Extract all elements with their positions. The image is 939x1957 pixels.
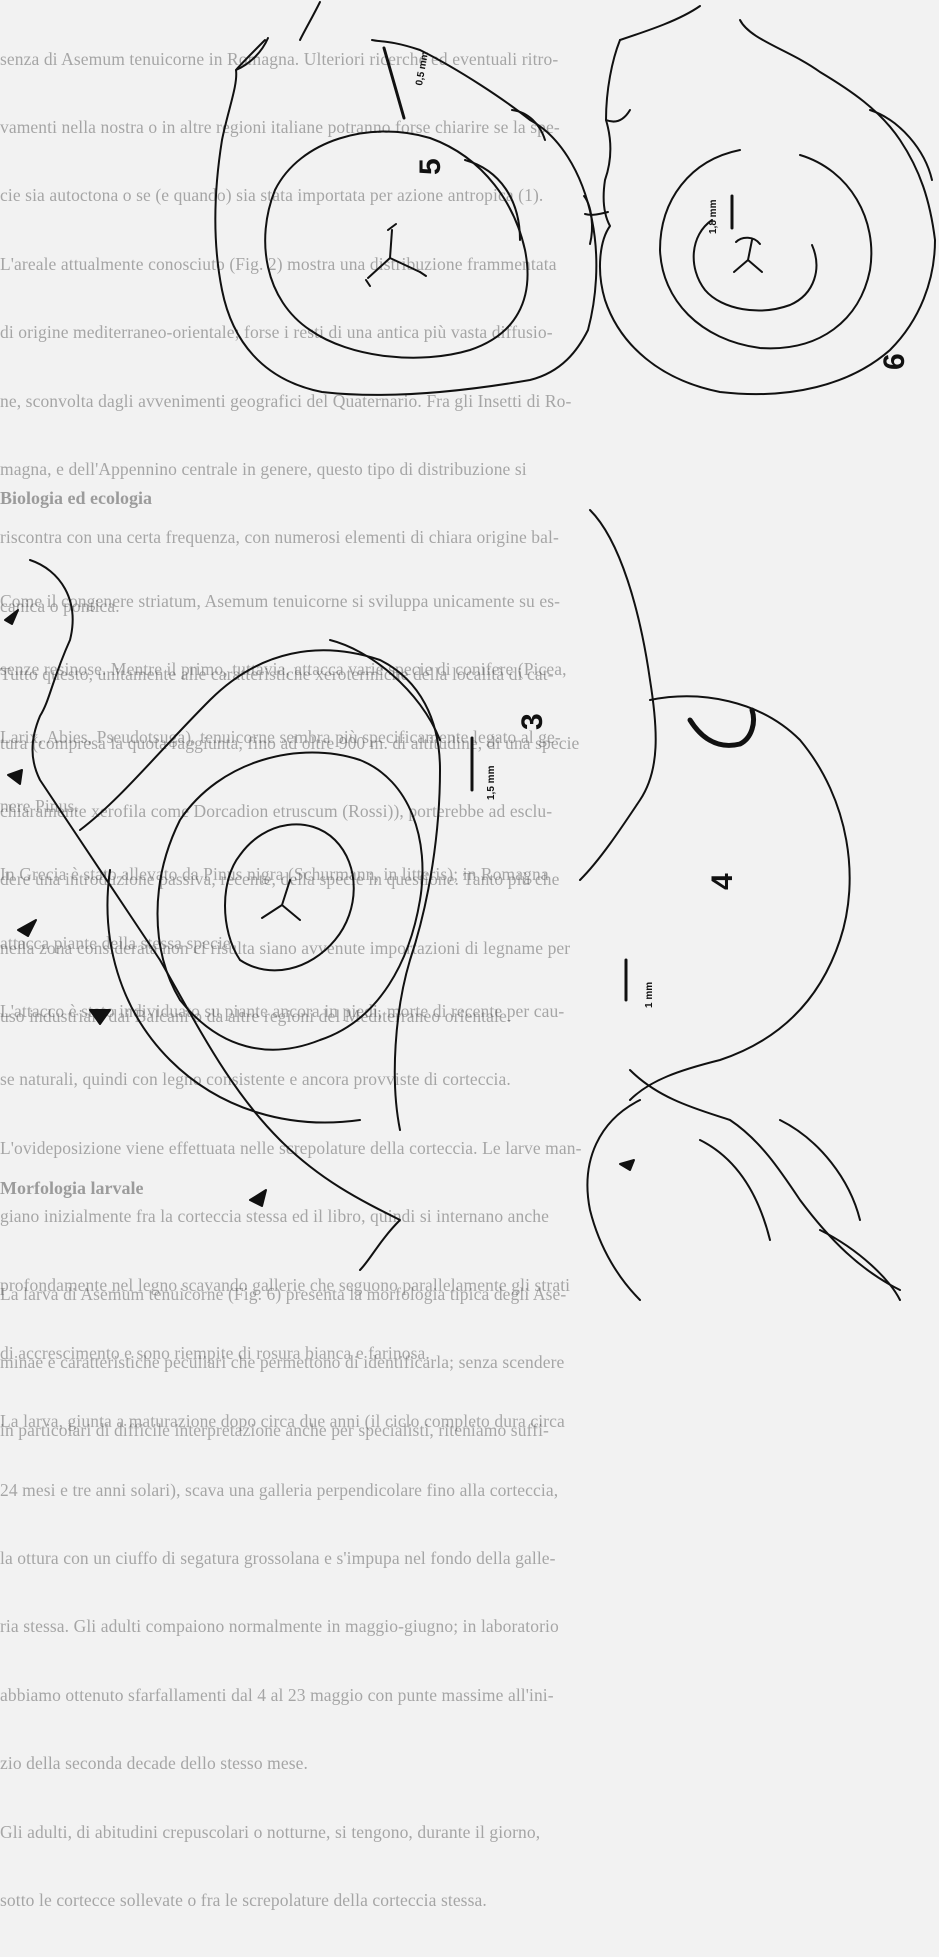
fig6-center-knob — [735, 236, 761, 245]
section-heading-morfologia: Morfologia larvale — [0, 1178, 144, 1198]
section-heading-biologia: Biologia ed ecologia — [0, 488, 152, 508]
text-line: canica o pontica. — [0, 595, 120, 616]
fig5-center-y — [367, 229, 421, 279]
fig5-inner-sheath — [464, 159, 521, 241]
text-line: profondamente nel legno scavando galleri… — [0, 1274, 571, 1295]
fig6-head-ring — [659, 149, 873, 350]
fig3-scale-label: 1,5 mm — [486, 765, 497, 800]
text-line: Come il congenere striatum, Asemum tenui… — [0, 590, 561, 611]
text-line: ria stessa. Gli adulti compaiono normalm… — [0, 1616, 559, 1637]
fig3-spike-5 — [249, 1189, 267, 1207]
fig3-right-lobe — [329, 639, 441, 741]
fig4-scale-label: 1 mm — [644, 982, 655, 1008]
fig5-right-lobe — [511, 109, 546, 141]
fig3-outer-outline — [29, 559, 401, 1271]
fig6-scale-label: 1,8 mm — [708, 199, 719, 234]
fig4-segment-2 — [779, 1119, 861, 1221]
text-line: zio della seconda decade dello stesso me… — [0, 1753, 309, 1774]
fig5-left-spike — [299, 1, 321, 41]
fig3-number: 3 — [516, 713, 549, 730]
figure-5-drawing: 5 0,5 mm — [214, 1, 598, 396]
text-line: Larix, Abies, Pseudotsuga), tenuicorne s… — [0, 727, 561, 748]
scanned-page: senza di Asemum tenuicorne in Romagna. U… — [0, 1, 936, 1910]
text-line: se naturali, quindi con legno consistent… — [0, 1069, 511, 1090]
text-line: tura (compresa la quota raggiunta, fino … — [0, 732, 580, 753]
fig3-spike-1 — [4, 609, 19, 625]
fig3-spike-4 — [89, 1009, 111, 1025]
fig6-top-curve — [619, 5, 701, 41]
text-line: chiaramente xerofila come Dorcadion etru… — [0, 800, 553, 821]
text-line: cie sia autoctona o se (e quando) sia st… — [0, 185, 544, 206]
text-line: abbiamo ottenuto sfarfallamenti dal 4 al… — [0, 1684, 554, 1705]
fig6-right-bulge — [869, 109, 933, 181]
figure-3-drawing: 3 1,5 mm — [4, 559, 549, 1271]
fig4-head-capsule — [579, 509, 657, 881]
text-line: senze resinose. Mentre il primo, tuttavi… — [0, 658, 567, 679]
fig5-inner-ring — [264, 130, 529, 359]
text-line: L'attacco è stato individuato su piante … — [0, 1000, 565, 1021]
text-line: vamenti nella nostra o in altre regioni … — [0, 116, 560, 137]
text-line: L'ovideposizione viene effettuata nelle … — [0, 1137, 582, 1158]
text-line: ne, sconvolta dagli avvenimenti geografi… — [0, 390, 572, 411]
fig6-center-y — [733, 239, 763, 273]
fig3-outer-curve — [79, 649, 441, 1131]
fig4-lower-body — [586, 1099, 641, 1301]
text-line: uso industriale dai Balcani o da altre r… — [0, 1006, 512, 1027]
fig5-right-edge — [583, 195, 593, 245]
text-line: magna, e dell'Appennino centrale in gene… — [0, 458, 527, 479]
fig3-mid-ring — [156, 751, 424, 1051]
fig5-scale-label: 0,5 mm — [414, 51, 431, 87]
fig4-outer-outline — [629, 695, 851, 1101]
text-line: attacca piante della stessa specie. — [0, 932, 236, 953]
text-line: sotto le cortecce sollevate o fra le scr… — [0, 1890, 487, 1911]
text-line: riscontra con una certa frequenza, con n… — [0, 527, 559, 548]
fig3-spike-2 — [7, 769, 23, 785]
fig3-inner-ring — [224, 823, 355, 972]
fig4-segment-1 — [699, 1139, 771, 1241]
fig6-outer-outline — [599, 19, 936, 396]
fig4-number: 4 — [706, 873, 739, 890]
text-line: in particolari di difficile interpretazi… — [0, 1420, 549, 1441]
larval-figures-plate: 5 0,5 mm 6 1,8 mm — [4, 1, 936, 1301]
fig5-y-tips — [365, 223, 427, 287]
ghost-text-block-1: senza di Asemum tenuicorne in Romagna. U… — [0, 2, 579, 1073]
fig3-spiral-outer — [106, 869, 361, 1124]
text-line: la ottura con un ciuffo di segatura gros… — [0, 1548, 556, 1569]
fig4-lower-spike — [619, 1159, 635, 1171]
text-line: Gli adulti, di abitudini crepuscolari o … — [0, 1821, 541, 1842]
fig5-top-lobe — [235, 37, 269, 71]
fig6-left-spike — [584, 211, 609, 216]
text-line: In Grecia è stato allevato da Pinus nigr… — [0, 864, 549, 885]
fig4-segment-3 — [819, 1229, 901, 1301]
text-line: senza di Asemum tenuicorne in Romagna. U… — [0, 48, 559, 69]
fig5-number: 5 — [414, 158, 447, 175]
fig6-number: 6 — [878, 353, 911, 370]
text-line: minae e caratteristiche peculiari che pe… — [0, 1351, 565, 1372]
text-line: nella zona considerata non ci risulta si… — [0, 937, 571, 958]
fig6-left-notch — [605, 109, 631, 123]
fig5-scale-bar — [382, 46, 406, 120]
fig4-mandible — [687, 707, 756, 748]
fig3-spike-3 — [17, 919, 37, 937]
fig4-base — [629, 1069, 901, 1291]
figure-4-drawing: 4 1 mm — [579, 509, 901, 1301]
text-line: La larva di Asemum tenuicorne (Fig. 6) p… — [0, 1283, 567, 1304]
figure-6-drawing: 6 1,8 mm — [584, 5, 936, 396]
fig6-inner-ring — [692, 219, 818, 312]
fig5-outer-outline — [214, 39, 598, 396]
fig3-center-y — [261, 879, 301, 921]
